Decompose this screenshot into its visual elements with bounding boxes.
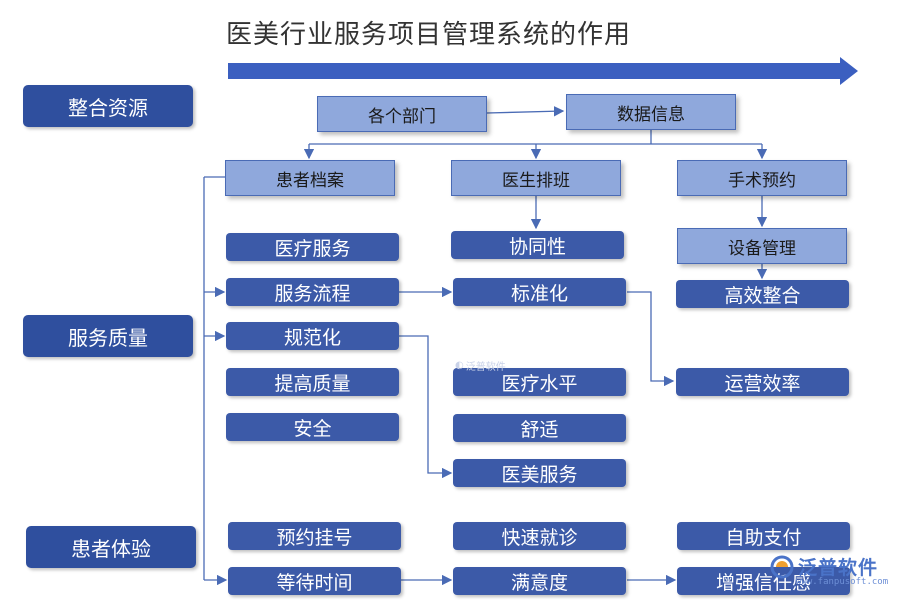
- item-trust: 增强信任感: [677, 567, 850, 595]
- box-equipment-mgmt: 设备管理: [677, 228, 847, 264]
- item-operation-efficiency: 运营效率: [676, 368, 849, 396]
- item-medical-service: 医疗服务: [226, 233, 399, 261]
- item-service-flow: 服务流程: [226, 278, 399, 306]
- timeline-arrow: [228, 57, 858, 85]
- item-collaboration: 协同性: [451, 231, 624, 259]
- item-aesthetic-service: 医美服务: [453, 459, 626, 487]
- brand-logo-icon: [770, 555, 794, 578]
- watermark-small: ◐ 泛普软件: [455, 358, 506, 373]
- box-departments: 各个部门: [317, 96, 487, 132]
- watermark-logo-icon: ◐: [455, 360, 464, 371]
- watermark-small-text: 泛普软件: [465, 362, 506, 373]
- box-data-info: 数据信息: [566, 94, 736, 130]
- item-efficient-integration: 高效整合: [676, 280, 849, 308]
- item-comfort: 舒适: [453, 414, 626, 442]
- box-doctor-schedule: 医生排班: [451, 160, 621, 196]
- item-standardize-left: 规范化: [226, 322, 399, 350]
- category-service-quality: 服务质量: [23, 315, 193, 357]
- brand-url: www.fanpusoft.com: [796, 577, 889, 587]
- item-self-payment: 自助支付: [677, 522, 850, 550]
- item-satisfaction: 满意度: [453, 567, 626, 595]
- category-patient-experience: 患者体验: [26, 526, 196, 568]
- item-booking-register: 预约挂号: [228, 522, 401, 550]
- item-standardize-middle: 标准化: [453, 278, 626, 306]
- diagram-title: 医美行业服务项目管理系统的作用: [226, 20, 632, 50]
- category-integrate-resources: 整合资源: [23, 85, 193, 127]
- item-quick-visit: 快速就诊: [453, 522, 626, 550]
- watermark-brand: 泛普软件 www.fanpusoft.com: [770, 553, 888, 587]
- box-surgery-booking: 手术预约: [677, 160, 847, 196]
- item-medical-level: 医疗水平: [453, 368, 626, 396]
- box-patient-records: 患者档案: [225, 160, 395, 196]
- brand-name: 泛普软件: [798, 557, 879, 579]
- item-safety: 安全: [226, 413, 399, 441]
- item-waiting-time: 等待时间: [228, 567, 401, 595]
- item-improve-quality: 提高质量: [226, 368, 399, 396]
